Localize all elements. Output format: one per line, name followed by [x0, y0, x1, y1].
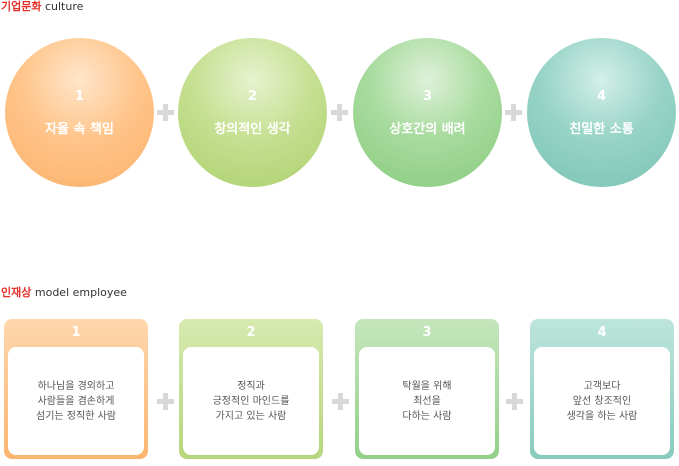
employee-card-line: 고객보다: [583, 380, 621, 392]
plus-icon: [505, 104, 522, 121]
employee-card-line: 긍정적인 마인드를: [212, 395, 290, 407]
employee-card-line: 다하는 사람: [402, 410, 452, 422]
culture-circle-number: 1: [74, 88, 85, 104]
culture-title-en: culture: [44, 0, 84, 13]
culture-circle-label: 창의적인 생각: [214, 121, 291, 137]
culture-title-ko: 기업문화: [1, 0, 42, 13]
culture-circle-number: 4: [596, 88, 607, 104]
employee-card-line: 정직과: [237, 380, 265, 392]
employee-card-line: 탁월을 위해: [402, 380, 452, 392]
employee-card-line: 하나님을 경외하고: [37, 380, 115, 392]
employee-card-3: 3 탁월을 위해 최선을 다하는 사람: [355, 319, 499, 459]
culture-circle-label: 자율 속 책임: [45, 121, 114, 137]
culture-circle-1: 1 자율 속 책임: [5, 38, 154, 187]
employee-card-number: 1: [71, 325, 81, 340]
employee-card-body: 하나님을 경외하고 사람들을 겸손하게 섬기는 정직한 사람: [8, 347, 144, 455]
employee-card-2: 2 정직과 긍정적인 마인드를 가지고 있는 사람: [179, 319, 323, 459]
employee-card-body: 정직과 긍정적인 마인드를 가지고 있는 사람: [183, 347, 319, 455]
employee-title-en: model employee: [34, 286, 127, 299]
culture-circle-label: 친밀한 소통: [569, 121, 634, 137]
employee-card-number: 3: [422, 325, 432, 340]
culture-circle-number: 3: [422, 88, 433, 104]
culture-circle-number: 2: [247, 88, 258, 104]
employee-card-line: 가지고 있는 사람: [215, 410, 287, 422]
employee-card-number: 2: [246, 325, 256, 340]
employee-card-line: 섬기는 정직한 사람: [36, 410, 116, 422]
employee-card-number: 4: [597, 325, 607, 340]
employee-card-line: 앞선 창조적인: [572, 395, 632, 407]
plus-icon: [332, 393, 349, 410]
culture-circle-2: 2 창의적인 생각: [178, 38, 327, 187]
employee-section-title: 인재상 model employee: [1, 286, 127, 300]
employee-card-line: 최선을: [413, 395, 441, 407]
employee-card-line: 사람들을 겸손하게: [37, 395, 115, 407]
employee-card-line: 생각을 하는 사람: [566, 410, 638, 422]
employee-title-ko: 인재상: [1, 286, 32, 299]
culture-circle-4: 4 친밀한 소통: [527, 38, 676, 187]
employee-card-body: 고객보다 앞선 창조적인 생각을 하는 사람: [534, 347, 670, 455]
culture-circle-3: 3 상호간의 배려: [353, 38, 502, 187]
employee-card-4: 4 고객보다 앞선 창조적인 생각을 하는 사람: [530, 319, 674, 459]
plus-icon: [157, 393, 174, 410]
plus-icon: [331, 104, 348, 121]
plus-icon: [506, 393, 523, 410]
employee-card-body: 탁월을 위해 최선을 다하는 사람: [359, 347, 495, 455]
culture-circle-label: 상호간의 배려: [389, 121, 466, 137]
culture-section-title: 기업문화 culture: [1, 0, 83, 14]
plus-icon: [157, 104, 174, 121]
employee-card-1: 1 하나님을 경외하고 사람들을 겸손하게 섬기는 정직한 사람: [4, 319, 148, 459]
